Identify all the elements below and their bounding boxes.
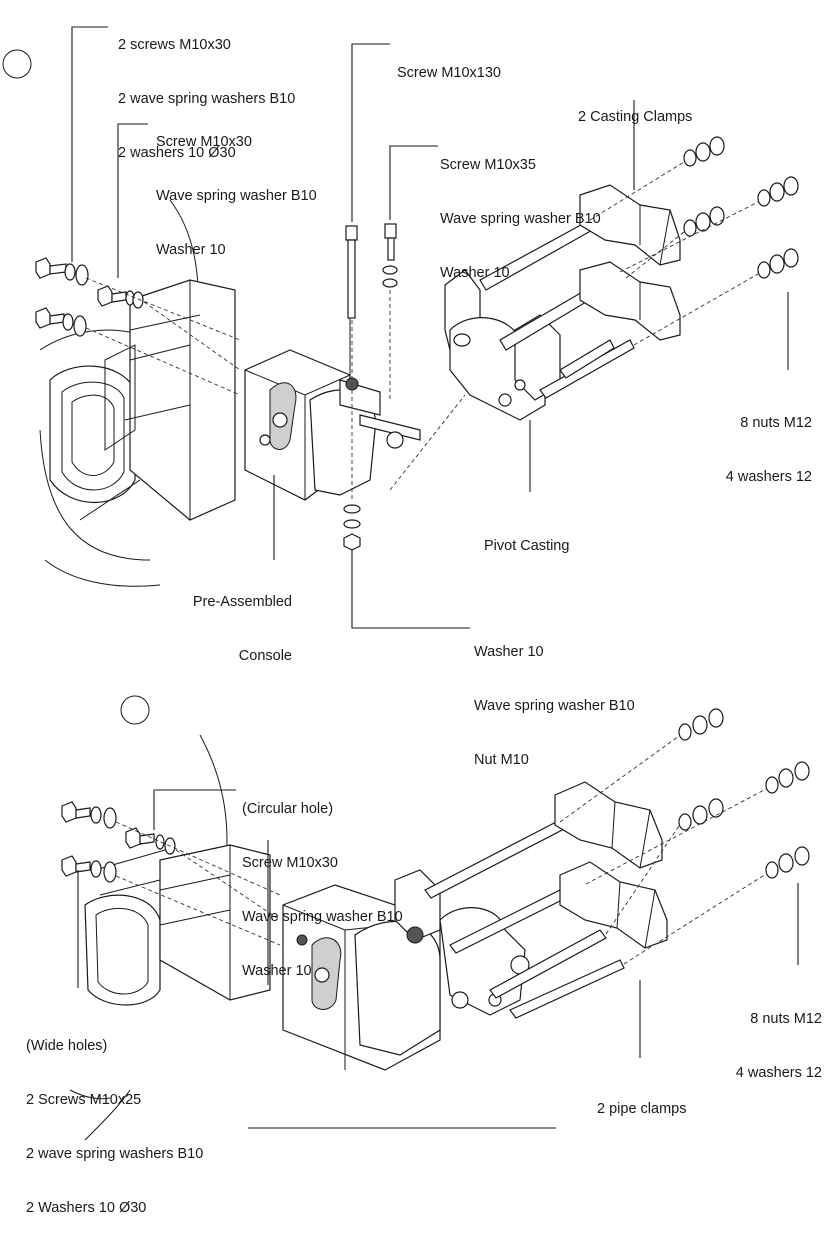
leaders-step2 — [77, 789, 799, 1129]
nuts-group-1 — [589, 136, 799, 346]
screws-group-2 — [61, 801, 281, 946]
label-pivot-casting: Pivot Casting — [484, 538, 570, 554]
label-screw-m10x30: Screw M10x30 Wave spring washer B10 Wash… — [156, 134, 317, 258]
long-screws-1 — [343, 223, 398, 551]
step-2-marker — [120, 695, 150, 725]
label-nuts-1: 8 nuts M12 4 washers 12 — [725, 415, 812, 485]
label-screws-top: 2 screws M10x30 2 wave spring washers B1… — [118, 37, 296, 161]
pre-assembled-console-1 — [244, 295, 421, 501]
assembly-diagram: 2 screws M10x30 2 wave spring washers B1… — [2, 26, 822, 1216]
pipe-clamps-2 — [554, 781, 668, 949]
nuts-group-2 — [559, 708, 810, 965]
label-nuts-2: 8 nuts M12 4 washers 12 — [735, 1011, 822, 1081]
label-pipe-clamps: 2 pipe clamps — [597, 1101, 687, 1117]
mast-housing-1 — [39, 199, 236, 587]
casting-clamps-1 — [579, 184, 681, 341]
step-1-marker — [2, 49, 32, 79]
pivot-casting-1 — [444, 219, 635, 421]
label-screw-m10x35: Screw M10x35 Wave spring washer B10 Wash… — [440, 157, 601, 281]
label-bottom-hardware: Washer 10 Wave spring washer B10 Nut M10 — [474, 644, 635, 768]
console-assembly-2 — [282, 819, 625, 1071]
screws-group-1 — [35, 257, 241, 396]
label-casting-clamps: 2 Casting Clamps — [578, 109, 693, 125]
label-pre-assembled-console: Pre-Assembled Console — [192, 594, 292, 664]
leaders-step1 — [71, 26, 789, 629]
label-circular-hole: (Circular hole) Screw M10x30 Wave spring… — [242, 801, 403, 979]
label-screw-m10x130: Screw M10x130 — [397, 65, 501, 81]
diagram-drawing — [2, 26, 810, 1141]
label-wide-holes: (Wide holes) 2 Screws M10x25 2 wave spri… — [26, 1038, 204, 1216]
